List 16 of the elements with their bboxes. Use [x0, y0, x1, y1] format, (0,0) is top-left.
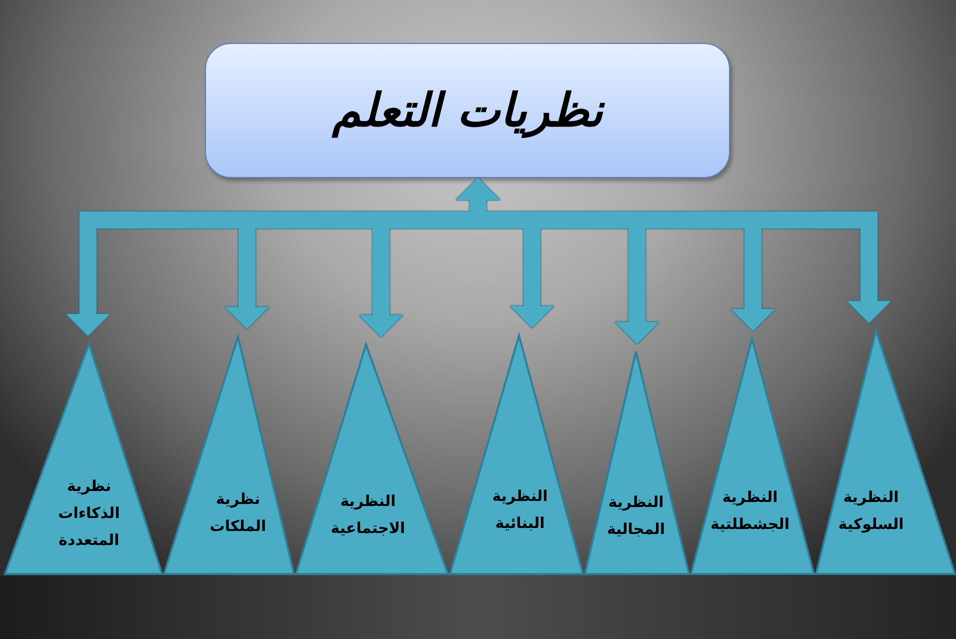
theory-label: النظرية البنائية [492, 486, 548, 534]
triangle [815, 329, 956, 575]
triangle [449, 334, 584, 575]
theory-label: النظرية الاجتماعية [330, 491, 406, 539]
triangle [295, 343, 449, 575]
triangle [4, 342, 163, 575]
heading-text: نظريات التعلم [332, 82, 603, 138]
theory-label: النظرية الجشطلتية [710, 487, 790, 535]
theory-label: النظرية السلوكية [838, 487, 904, 535]
triangle [690, 337, 815, 575]
triangle [163, 335, 295, 575]
theory-label: النظرية المجالية [606, 492, 666, 540]
rounded-box [205, 43, 730, 178]
theory-label: نظرية الملكات [210, 489, 266, 537]
theory-label: نظرية الذكاءات المتعددة [58, 476, 120, 551]
triangle [584, 350, 690, 575]
